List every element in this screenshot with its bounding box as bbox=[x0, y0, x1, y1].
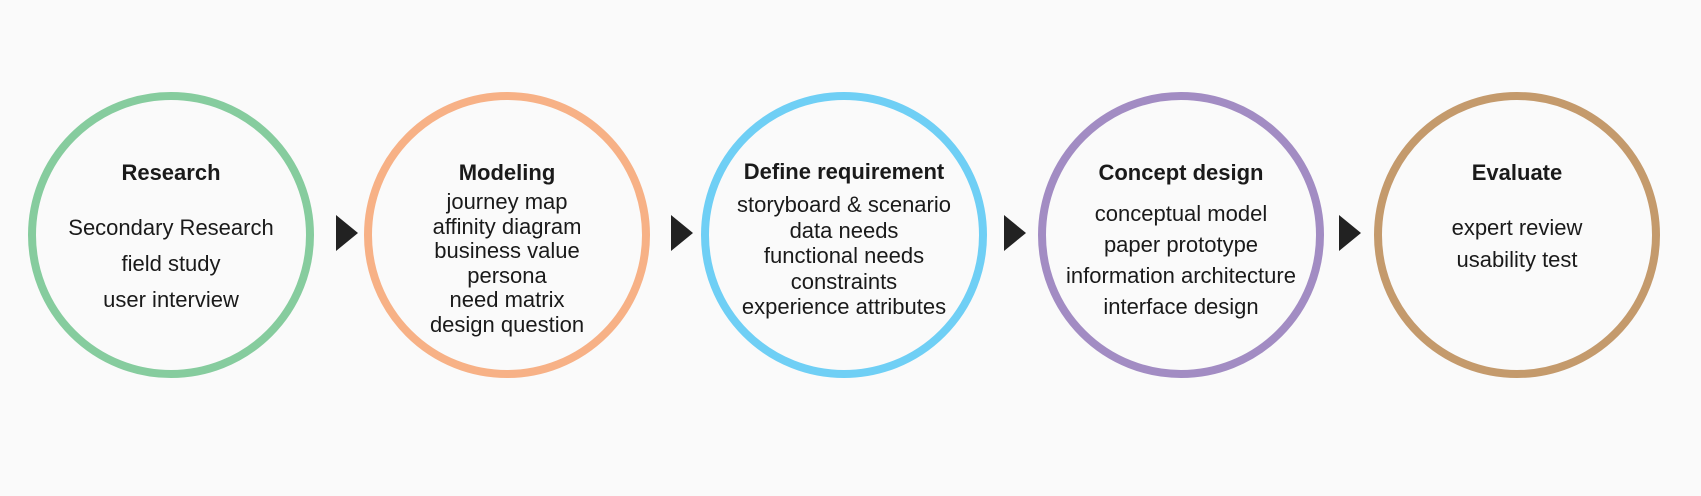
stage-item: information architecture bbox=[1066, 263, 1296, 288]
stage-item: Secondary Research bbox=[68, 215, 274, 240]
stage-title: Concept design bbox=[1098, 160, 1264, 185]
stage-item: design question bbox=[429, 311, 585, 337]
arrow-right-icon bbox=[1339, 215, 1361, 251]
arrow-right-icon bbox=[336, 215, 358, 251]
stage-item: paper prototype bbox=[1103, 232, 1259, 257]
stage-define-requirement: Define requirement storyboard & scenario… bbox=[701, 92, 987, 378]
stage-item: need matrix bbox=[449, 287, 565, 312]
stage-title: Define requirement bbox=[743, 159, 945, 184]
stage-items: Secondary Research field study user inte… bbox=[36, 210, 306, 318]
stage-item: affinity diagram bbox=[432, 213, 582, 239]
stage-item: journey map bbox=[446, 189, 568, 214]
stage-evaluate: Evaluate expert review usability test bbox=[1374, 92, 1660, 378]
stage-item: functional needs bbox=[763, 243, 925, 268]
stage-concept-design: Concept design conceptual model paper pr… bbox=[1038, 92, 1324, 378]
stage-item: field study bbox=[121, 251, 221, 276]
stage-item: expert review bbox=[1451, 215, 1583, 240]
stage-items: storyboard & scenario data needs functio… bbox=[709, 192, 979, 320]
stage-item: interface design bbox=[1103, 294, 1259, 319]
stage-title: Research bbox=[121, 160, 221, 185]
stage-item: storyboard & scenario bbox=[737, 192, 951, 217]
stage-item: data needs bbox=[789, 217, 899, 243]
stage-title: Modeling bbox=[458, 160, 556, 185]
stage-item: usability test bbox=[1456, 247, 1578, 272]
stage-item: conceptual model bbox=[1094, 201, 1268, 226]
stage-item: user interview bbox=[103, 287, 239, 312]
stage-research: Research Secondary Research field study … bbox=[28, 92, 314, 378]
stage-item: experience attributes bbox=[741, 294, 947, 319]
stage-items: conceptual model paper prototype informa… bbox=[1046, 198, 1316, 322]
stage-item: persona bbox=[467, 262, 547, 288]
stage-title: Evaluate bbox=[1471, 160, 1563, 185]
stage-item: constraints bbox=[790, 268, 898, 294]
stage-modeling: Modeling journey map affinity diagram bu… bbox=[364, 92, 650, 378]
arrow-right-icon bbox=[671, 215, 693, 251]
stage-item: business value bbox=[434, 238, 580, 263]
stage-items: expert review usability test bbox=[1382, 212, 1652, 276]
stage-items: journey map affinity diagram business va… bbox=[372, 189, 642, 337]
arrow-right-icon bbox=[1004, 215, 1026, 251]
